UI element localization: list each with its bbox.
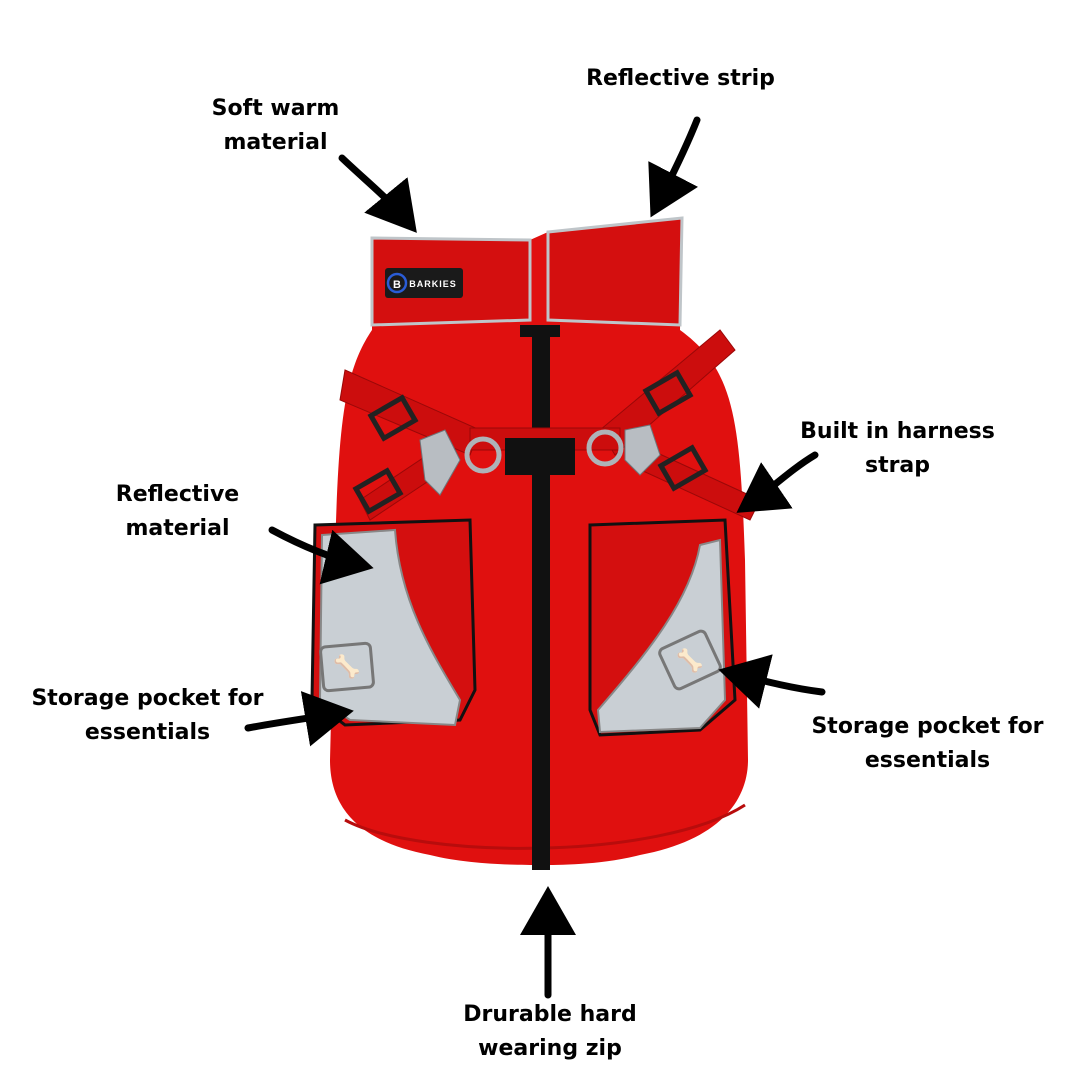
collar-right — [546, 216, 684, 327]
label-line: material — [125, 516, 230, 541]
label-line: essentials — [864, 748, 991, 773]
strap-buckles — [352, 369, 709, 515]
label-harness-strap: Built in harness strap — [795, 415, 1000, 483]
clip-buckle — [505, 438, 575, 475]
snap-hook-left — [419, 429, 461, 496]
dog-vest: B BARKIES 🦴 — [310, 216, 761, 870]
d-ring-right — [586, 429, 624, 467]
label-line: Reflective strip — [586, 66, 775, 91]
annotation-arrows — [244, 116, 826, 999]
label-line: material — [223, 130, 328, 155]
label-line: essentials — [84, 720, 211, 745]
bone-icon: 🦴 — [333, 653, 360, 680]
label-line: Soft warm — [211, 96, 340, 121]
label-line: Storage pocket for — [811, 714, 1044, 739]
arrow-reflective-strip — [648, 116, 701, 218]
pocket-right: 🦴 — [588, 518, 737, 737]
brand-logo-icon — [386, 272, 408, 294]
brand-tag: B BARKIES — [385, 268, 463, 298]
arrow-pocket-right — [718, 654, 826, 709]
arrow-soft-warm-material — [338, 154, 417, 233]
arrow-harness-strap — [736, 451, 819, 513]
snap-hook-right — [624, 424, 661, 476]
label-storage-pocket-left: Storage pocket for essentials — [25, 682, 270, 750]
label-line: Drurable hard — [463, 1002, 637, 1027]
bone-icon: 🦴 — [676, 647, 703, 674]
label-line: Storage pocket for — [31, 686, 264, 711]
arrow-reflective-material — [268, 526, 374, 585]
bone-patch-left — [319, 641, 375, 693]
label-reflective-strip: Reflective strip — [578, 62, 783, 96]
label-storage-pocket-right: Storage pocket for essentials — [805, 710, 1050, 778]
brand-initial: B — [393, 279, 401, 291]
zipper — [532, 330, 550, 870]
pocket-left: 🦴 — [310, 518, 477, 727]
label-line: wearing zip — [478, 1036, 622, 1061]
label-line: strap — [864, 453, 931, 478]
brand-name: BARKIES — [409, 279, 457, 289]
label-line: Built in harness — [800, 419, 995, 444]
bone-patch-right — [658, 629, 722, 691]
d-ring-left — [464, 436, 502, 474]
label-reflective-material: Reflective material — [105, 478, 250, 546]
label-durable-zip: Drurable hard wearing zip — [450, 998, 650, 1066]
arrow-pocket-left — [244, 691, 354, 747]
label-soft-warm-material: Soft warm material — [203, 92, 348, 160]
label-line: Reflective — [115, 482, 240, 507]
